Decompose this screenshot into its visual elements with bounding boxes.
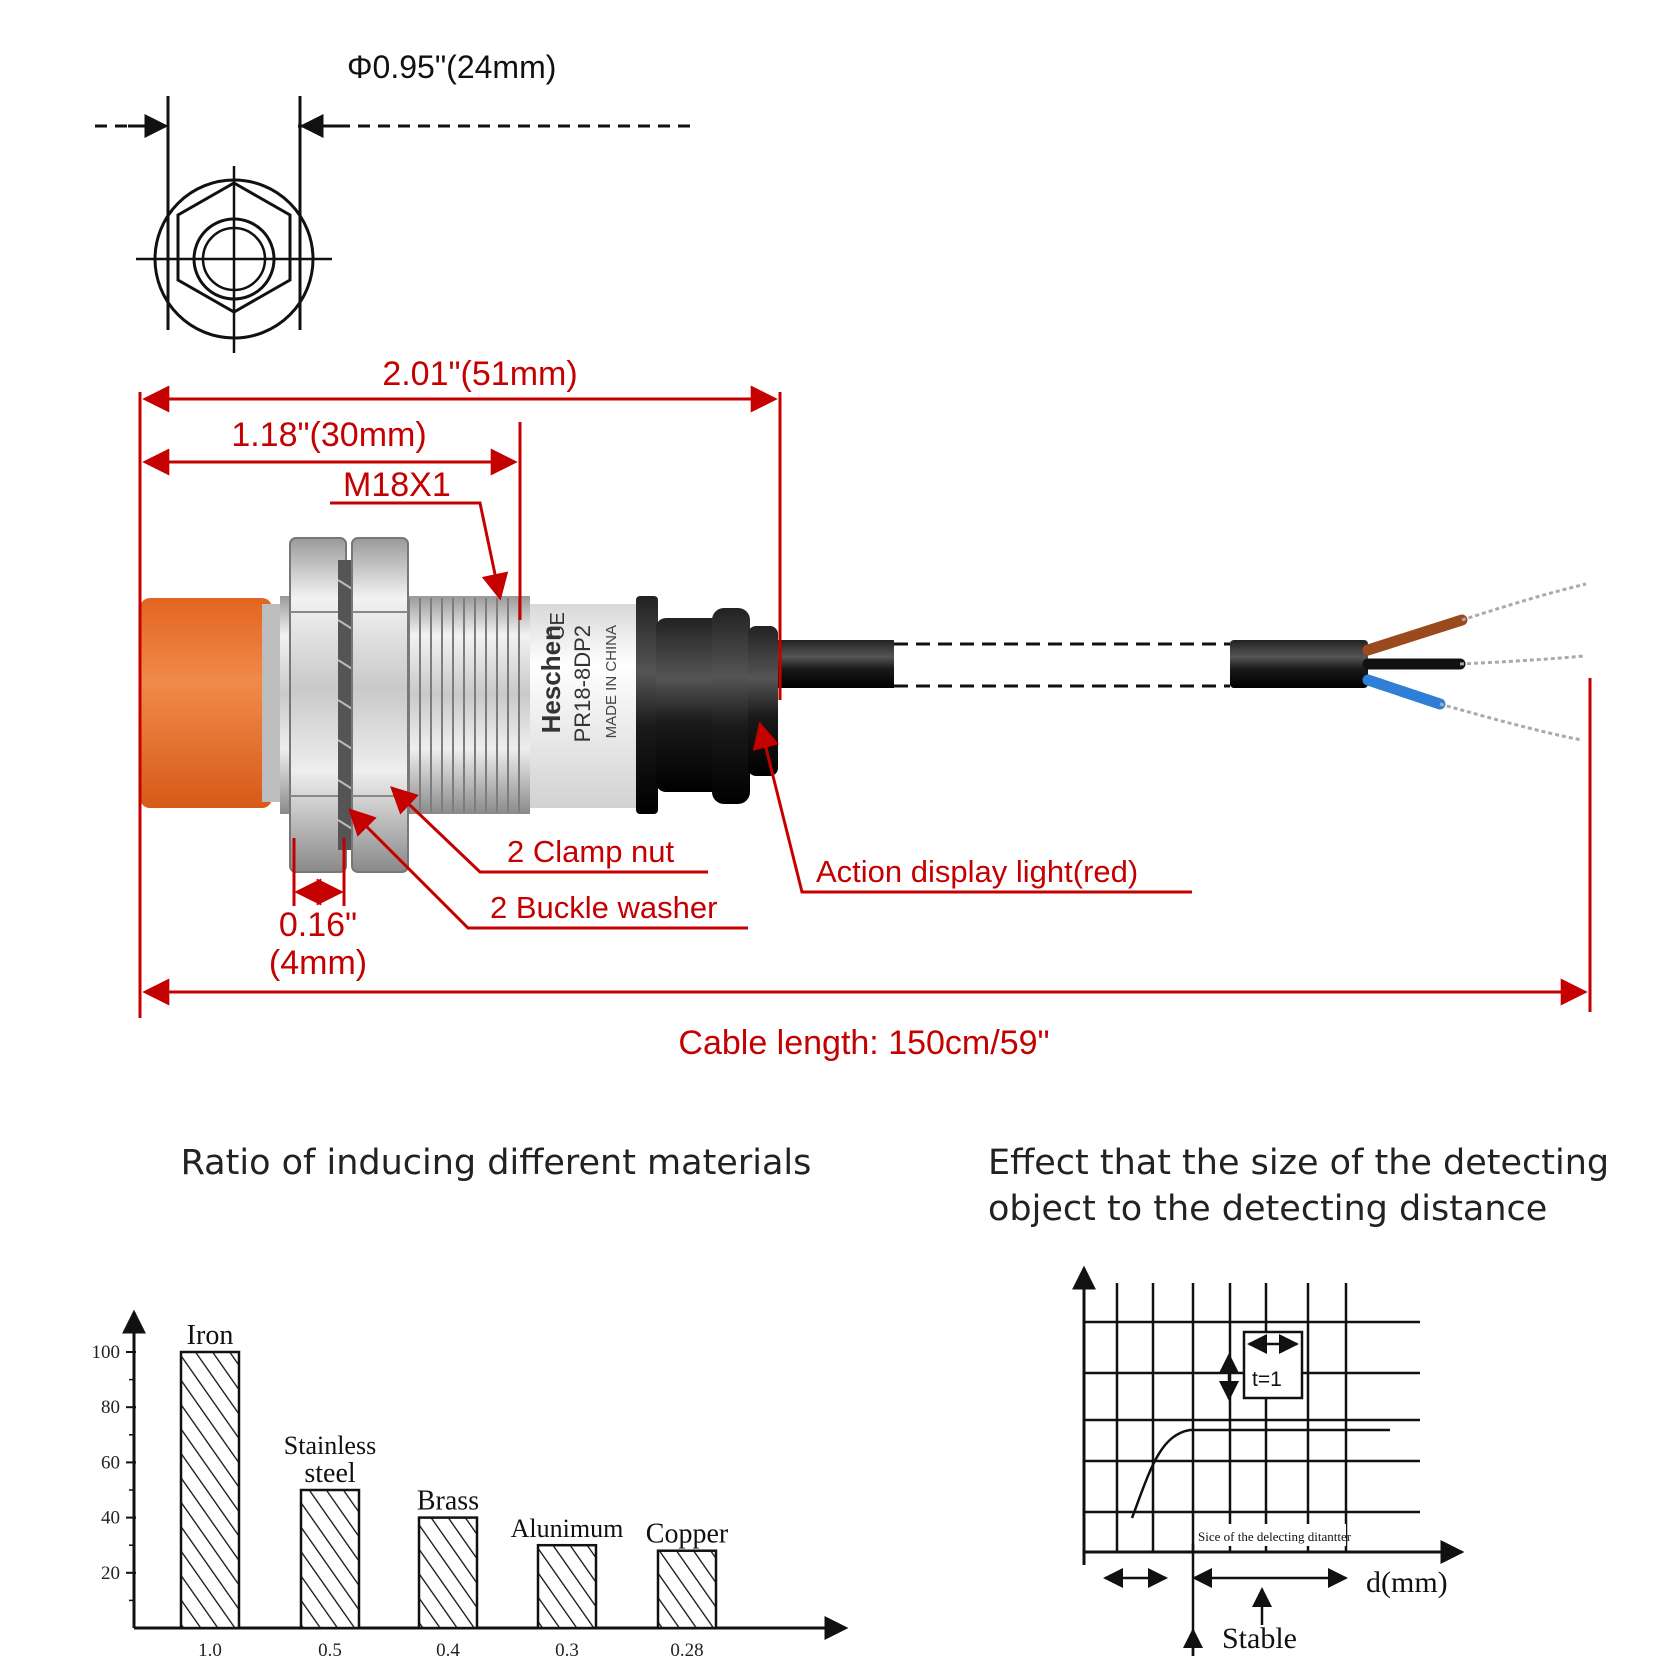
action-light-leader xyxy=(752,721,1192,894)
bar-category-label: Stainless xyxy=(284,1431,376,1460)
body-brand-text: Heschen xyxy=(536,625,566,733)
top-view: Φ0.95"(24mm) xyxy=(95,49,690,353)
material-chart-title: Ratio of inducing different materials xyxy=(181,1143,812,1183)
blue-wire xyxy=(1362,674,1446,710)
bar-category-label: Iron xyxy=(187,1320,234,1351)
nut-thickness-label-mm: (4mm) xyxy=(269,944,367,982)
ratio-label: 0.4 xyxy=(436,1640,460,1661)
cable xyxy=(778,640,894,688)
ratio-label: 0.28 xyxy=(670,1640,703,1661)
action-display-light xyxy=(748,626,778,776)
y-tick-label: 80 xyxy=(101,1397,120,1418)
y-tick-label: 40 xyxy=(101,1508,120,1529)
action-light-label: Action display light(red) xyxy=(816,854,1138,889)
brown-wire xyxy=(1362,614,1468,656)
label-body xyxy=(530,604,640,808)
bar-iron xyxy=(179,1350,241,1630)
unit-box-label: t=1 xyxy=(1252,1368,1282,1391)
thread-length-label: 1.18"(30mm) xyxy=(231,416,426,454)
thread-spec-label: M18X1 xyxy=(343,466,451,504)
y-tick-label: 60 xyxy=(101,1452,120,1473)
nut-thickness-label: 0.16" xyxy=(279,906,357,944)
bar-category-label: steel xyxy=(304,1458,356,1489)
clamp-nut xyxy=(289,537,347,873)
size-distance-chart: Effect that the size of the detecting ob… xyxy=(988,1143,1609,1656)
x-axis-label: d(mm) xyxy=(1366,1566,1448,1599)
orange-sensing-cap xyxy=(140,598,272,808)
bar-alunimum xyxy=(536,1543,598,1630)
cable-end xyxy=(1230,640,1368,688)
size-chart-title-line1: Effect that the size of the detecting xyxy=(988,1143,1609,1183)
grid-lines xyxy=(1084,1283,1420,1552)
sensor-photo: Heschen PR18-8DP2 MADE IN CHINA CE xyxy=(140,537,1587,873)
dimension-annotations: 2.01"(51mm) 1.18"(30mm) M18X1 2 Clamp nu… xyxy=(138,355,1592,1062)
stable-label: Stable xyxy=(1222,1622,1297,1655)
ce-mark: CE xyxy=(547,612,569,640)
body-model-text: PR18-8DP2 xyxy=(570,625,595,742)
bar-category-label: Copper xyxy=(646,1519,729,1550)
clamp-nut-leader xyxy=(390,786,708,874)
ratio-label: 0.3 xyxy=(555,1640,579,1661)
overall-length-label: 2.01"(51mm) xyxy=(382,355,577,393)
buckle-washer-label: 2 Buckle washer xyxy=(490,890,717,925)
y-tick-label: 20 xyxy=(101,1563,120,1584)
thread-spec-leader xyxy=(330,501,509,601)
bar-stainless-steel xyxy=(299,1488,361,1630)
diameter-label: Φ0.95"(24mm) xyxy=(347,49,556,85)
bar-copper xyxy=(656,1549,718,1630)
body-origin-text: MADE IN CHINA xyxy=(603,625,620,738)
bar-category-label: Brass xyxy=(417,1486,479,1517)
bar-brass xyxy=(417,1516,479,1630)
buckle-washer-leader xyxy=(348,808,748,930)
clamp-nut-label: 2 Clamp nut xyxy=(507,834,675,869)
cable-length-label: Cable length: 150cm/59" xyxy=(678,1024,1049,1062)
ratio-label: 0.5 xyxy=(318,1640,342,1661)
material-ratio-chart: Ratio of inducing different materials 20… xyxy=(92,1143,849,1661)
y-tick-label: 100 xyxy=(92,1342,121,1363)
bar-category-label: Alunimum xyxy=(511,1514,624,1543)
curve-label: Sice of the delecting ditantter xyxy=(1198,1529,1352,1544)
ratio-label: 1.0 xyxy=(198,1640,222,1661)
response-curve xyxy=(1130,1428,1390,1519)
size-chart-title-line2: object to the detecting distance xyxy=(988,1189,1547,1229)
